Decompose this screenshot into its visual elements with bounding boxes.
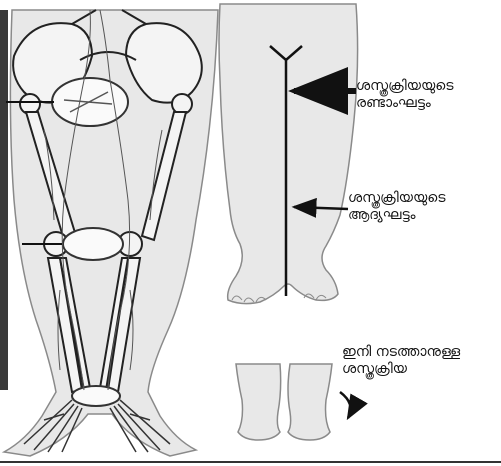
fused-legs-figure — [219, 4, 358, 304]
left-separated-leg — [236, 364, 281, 440]
stage1-label-line2: ആദ്യഘട്ടം — [348, 207, 446, 224]
curved-arrow — [340, 392, 351, 418]
right-separated-leg — [288, 364, 332, 440]
future-surgery-label: ഇനി നടത്താനുള്ള ശസ്ത്രക്രിയ — [342, 344, 460, 378]
fused-legs-silhouette — [219, 4, 358, 304]
future-label-line1: ഇനി നടത്താനുള്ള — [342, 344, 460, 361]
skeleton-legs-figure — [0, 10, 218, 456]
ankle-fusion-oval — [72, 386, 120, 406]
stage2-label-line2: രണ്ടാംഘട്ടം — [356, 95, 454, 112]
stage1-label-line1: ശസ്ത്രക്രിയയുടെ — [348, 190, 446, 207]
future-label-line2: ശസ്ത്രക്രിയ — [342, 361, 460, 378]
edge-band — [0, 10, 8, 390]
stage2-label: ശസ്ത്രക്രിയയുടെ രണ്ടാംഘട്ടം — [356, 78, 454, 112]
separated-legs-figure — [236, 364, 351, 440]
knee-fusion-oval — [63, 228, 123, 260]
stage1-label: ശസ്ത്രക്രിയയുടെ ആദ്യഘട്ടം — [348, 190, 446, 224]
stage2-label-line1: ശസ്ത്രക്രിയയുടെ — [356, 78, 454, 95]
